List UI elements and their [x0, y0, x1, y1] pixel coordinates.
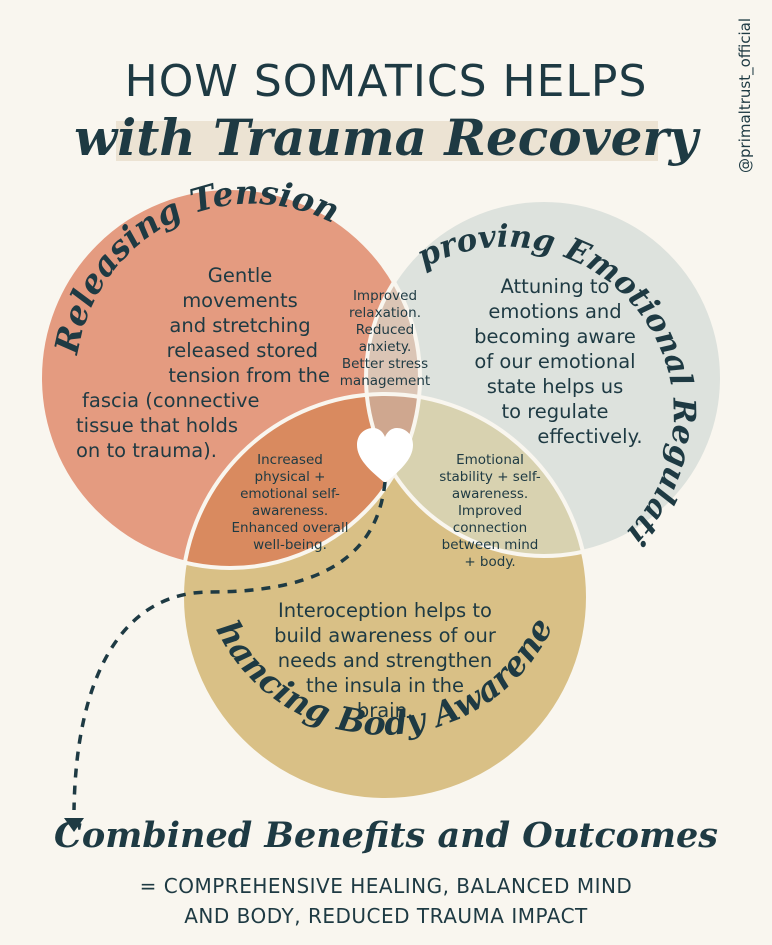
combined-outcomes-text: = COMPREHENSIVE HEALING, BALANCED MIND A… [139, 874, 633, 928]
overlap-tension-body [182, 394, 420, 568]
title-line-2: with Trauma Recovery [74, 108, 698, 167]
tension-body-top: Gentle movements and stretching [169, 264, 311, 337]
dashed-arrow-path [72, 481, 387, 811]
overlap-tension-emotional-text: Improved relaxation. Reduced anxiety. Be… [339, 288, 431, 389]
overlap-emotional-body-text: Emotional stability + self- awareness. I… [439, 452, 541, 570]
emotional-body-text: Attuning to emotions and becoming aware … [474, 275, 643, 448]
arrow-head-icon [64, 818, 84, 832]
overlap-emotional-body [366, 394, 588, 556]
combined-benefits-title: Combined Benefits and Outcomes [54, 815, 718, 856]
tension-body-bottom: released stored tension from the fascia … [76, 339, 330, 462]
heart-icon [357, 428, 413, 483]
title-highlight [116, 121, 658, 161]
title-line-1: HOW SOMATICS HELPS [124, 56, 648, 107]
overlap-tension-body-text: Increased physical + emotional self- awa… [231, 452, 349, 553]
body-awareness-text: Interoception helps to build awareness o… [274, 599, 496, 722]
